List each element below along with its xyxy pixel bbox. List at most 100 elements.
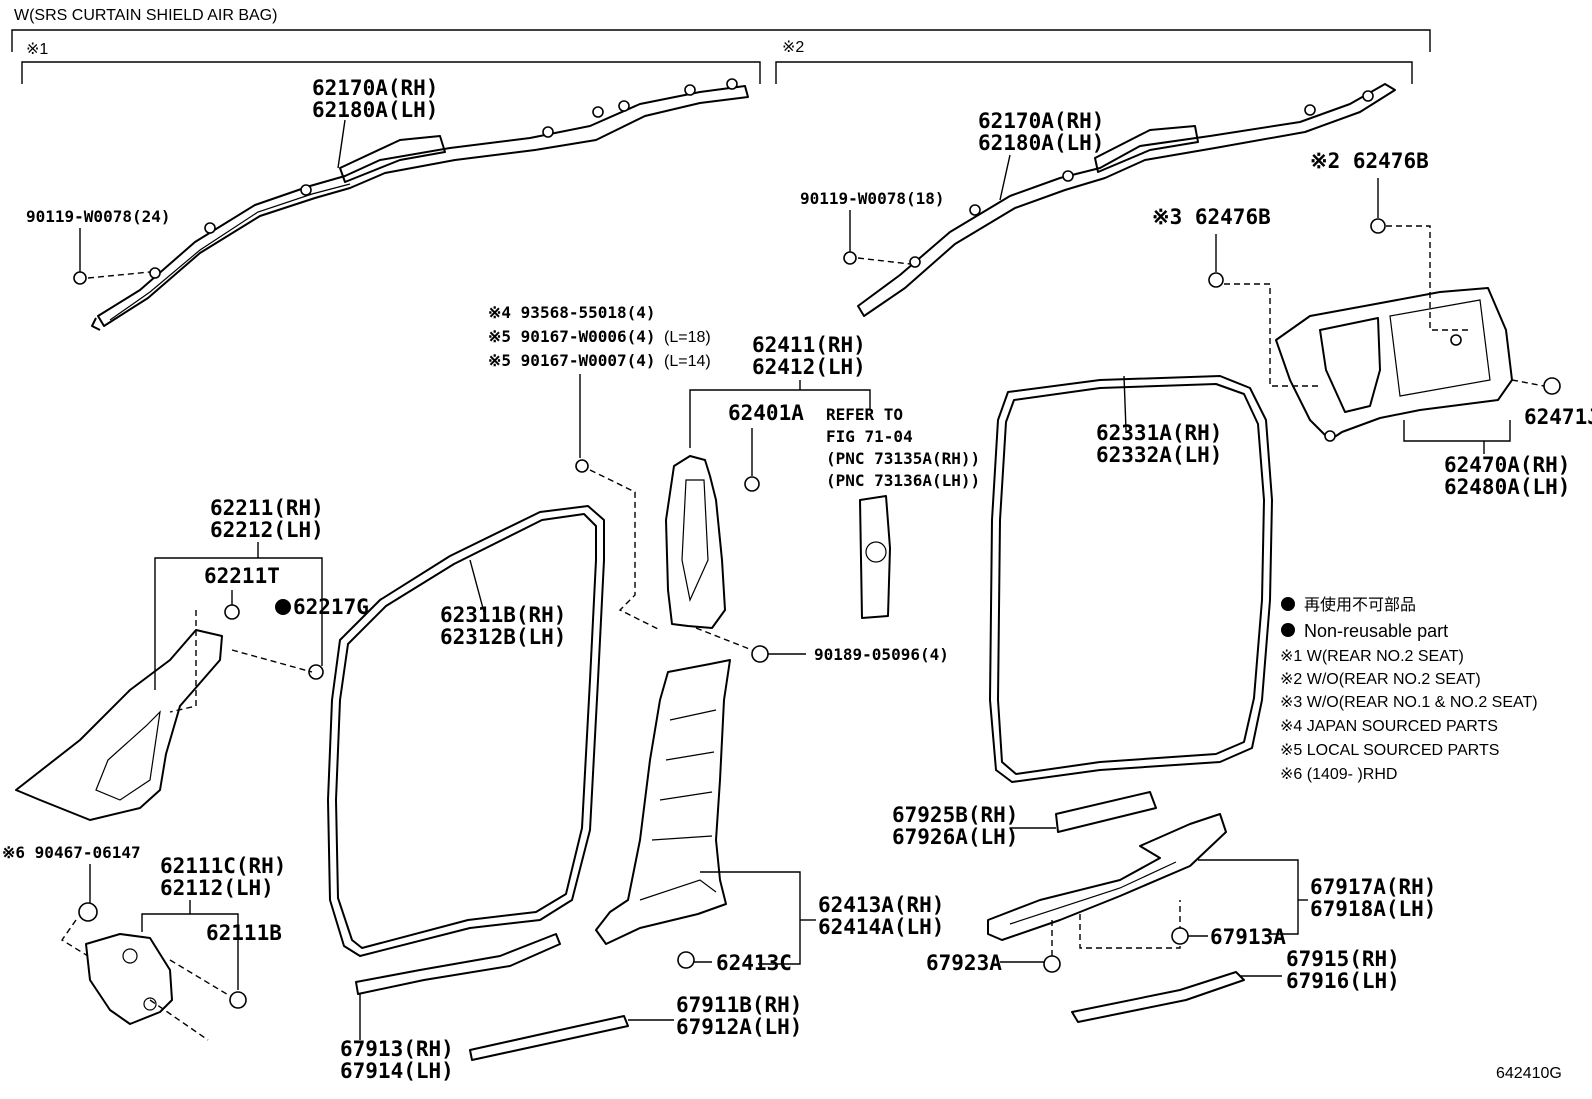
label-airbag-left-lh: 62180A(LH) bbox=[312, 98, 438, 122]
leader-dash bbox=[589, 469, 661, 631]
label-clip-62211t: 62211T bbox=[204, 564, 280, 588]
label-scuff-rear-rh: 67917A(RH) bbox=[1310, 875, 1436, 899]
clip-icon bbox=[1370, 218, 1386, 234]
seat-belt-anchor-part bbox=[859, 495, 891, 619]
leader-dash bbox=[231, 649, 313, 673]
label-weather-rear-lh: 62332A(LH) bbox=[1096, 443, 1222, 467]
legend-bullet-icon bbox=[1281, 597, 1295, 611]
label-scuff-rear-clip: 67913A bbox=[1210, 925, 1286, 949]
label-bolt-left: 90119-W0078(24) bbox=[26, 207, 171, 226]
label-clip-62476b-3: ※3 62476B bbox=[1152, 205, 1271, 229]
label-bolt-right: 90119-W0078(18) bbox=[800, 189, 945, 208]
curtain-airbag-left bbox=[91, 78, 749, 331]
rear-door-plate bbox=[1071, 971, 1245, 1023]
rear-door-weatherstrip bbox=[989, 375, 1273, 783]
label-quarter-rh: 62470A(RH) bbox=[1444, 453, 1570, 477]
label-screw-l18: ※5 90167-W0006(4) bbox=[488, 327, 656, 346]
legend: 再使用不可部品 Non-reusable part ※1 W(REAR NO.2… bbox=[1280, 596, 1538, 783]
label-pillar-lower-rh: 62413A(RH) bbox=[818, 893, 944, 917]
label-quarter-lh: 62480A(LH) bbox=[1444, 475, 1570, 499]
leader bbox=[999, 154, 1011, 201]
label-pillar-b-rh: 62411(RH) bbox=[752, 333, 866, 357]
label-screw-l14-length: (L=14) bbox=[664, 353, 711, 370]
clip-62471j-icon bbox=[1543, 377, 1561, 395]
label-cowl-clip: 62111B bbox=[206, 921, 282, 945]
label-clip-90189: 90189-05096(4) bbox=[814, 645, 949, 664]
label-screw-l14: ※5 90167-W0007(4) bbox=[488, 351, 656, 370]
legend-note-5: ※5 LOCAL SOURCED PARTS bbox=[1280, 742, 1499, 759]
nut-icon bbox=[78, 902, 98, 922]
legend-note-2: ※2 W/O(REAR NO.2 SEAT) bbox=[1280, 671, 1481, 688]
leader-dash bbox=[169, 959, 231, 997]
legend-bullet-icon bbox=[1281, 623, 1295, 637]
legend-jp: 再使用不可部品 bbox=[1304, 596, 1416, 614]
label-weather-front-lh: 62312B(LH) bbox=[440, 625, 566, 649]
clip-icon bbox=[229, 991, 247, 1009]
scope-brackets bbox=[11, 29, 1431, 84]
leader-dash bbox=[169, 610, 197, 713]
legend-note-4: ※4 JAPAN SOURCED PARTS bbox=[1280, 718, 1498, 735]
leader-bracket bbox=[1198, 859, 1299, 935]
label-cowl-nut: ※6 90467-06147 bbox=[2, 843, 141, 862]
label-weather-front-rh: 62311B(RH) bbox=[440, 603, 566, 627]
label-step-rear-lh: 67926A(LH) bbox=[892, 825, 1018, 849]
quarter-trim-panel bbox=[1275, 287, 1513, 442]
label-plate-rear-rh: 67915(RH) bbox=[1286, 947, 1400, 971]
label-clip-62401a: 62401A bbox=[728, 401, 804, 425]
bracket-note-2: ※2 bbox=[782, 39, 804, 56]
pillar-b-upper-trim bbox=[665, 455, 726, 629]
label-pillar-lower-lh: 62414A(LH) bbox=[818, 915, 944, 939]
leader-dash bbox=[87, 271, 151, 279]
rear-step-cover bbox=[1055, 791, 1157, 833]
clip-icon bbox=[744, 476, 760, 492]
label-clip-62476b-2: ※2 62476B bbox=[1310, 149, 1429, 173]
leader bbox=[337, 119, 346, 169]
label-scuff-front-lh: 67914(LH) bbox=[340, 1059, 454, 1083]
leader-dash bbox=[1386, 225, 1470, 331]
label-scuff-rear-lh: 67918A(LH) bbox=[1310, 897, 1436, 921]
leader-dash bbox=[1224, 283, 1320, 387]
figure-id: 642410G bbox=[1496, 1065, 1562, 1082]
label-airbag-right-rh: 62170A(RH) bbox=[978, 109, 1104, 133]
leader-bracket bbox=[154, 557, 323, 690]
bolt-right-icon bbox=[843, 251, 857, 265]
leader-bracket bbox=[1403, 420, 1511, 442]
label-plate-rear-lh: 67916(LH) bbox=[1286, 969, 1400, 993]
legend-note-1: ※1 W(REAR NO.2 SEAT) bbox=[1280, 648, 1464, 665]
bracket-note-1: ※1 bbox=[26, 41, 48, 58]
front-scuff-plate bbox=[355, 933, 561, 995]
label-scuff-rear-clip2: 67923A bbox=[926, 951, 1002, 975]
leader bbox=[469, 559, 485, 613]
front-door-weatherstrip bbox=[327, 505, 605, 957]
rear-scuff-plate bbox=[987, 813, 1227, 941]
legend-en: Non-reusable part bbox=[1304, 621, 1448, 641]
refer-line-2: FIG 71-04 bbox=[826, 427, 913, 446]
label-cowl-lh: 62112(LH) bbox=[160, 876, 274, 900]
label-airbag-left-rh: 62170A(RH) bbox=[312, 76, 438, 100]
leader-dash bbox=[1511, 379, 1545, 387]
label-quarter-clip: 62471J bbox=[1524, 405, 1592, 429]
label-weather-rear-rh: 62331A(RH) bbox=[1096, 421, 1222, 445]
leader-dash bbox=[149, 999, 209, 1041]
leader-bracket bbox=[689, 389, 871, 448]
clip-icon bbox=[1208, 272, 1224, 288]
scope-title: W(SRS CURTAIN SHIELD AIR BAG) bbox=[14, 7, 277, 24]
bolt-left-icon bbox=[73, 271, 87, 285]
leader-dash bbox=[695, 627, 753, 651]
clip-90189-icon bbox=[751, 645, 769, 663]
refer-line-1: REFER TO bbox=[826, 405, 903, 424]
label-screw-l18-length: (L=18) bbox=[664, 329, 711, 346]
clip-67913a-icon bbox=[1171, 927, 1189, 945]
label-cowl-rh: 62111C(RH) bbox=[160, 854, 286, 878]
pillar-a-trim bbox=[15, 629, 223, 821]
screw-icon bbox=[575, 459, 589, 473]
cowl-side-trim bbox=[85, 933, 173, 1025]
clip-67923a-icon bbox=[1043, 955, 1061, 973]
leader-dash bbox=[61, 919, 89, 957]
label-plate-front-lh: 67912A(LH) bbox=[676, 1015, 802, 1039]
clip-icon bbox=[308, 664, 324, 680]
curtain-airbag-right bbox=[857, 83, 1396, 317]
front-door-plate bbox=[469, 1015, 629, 1061]
